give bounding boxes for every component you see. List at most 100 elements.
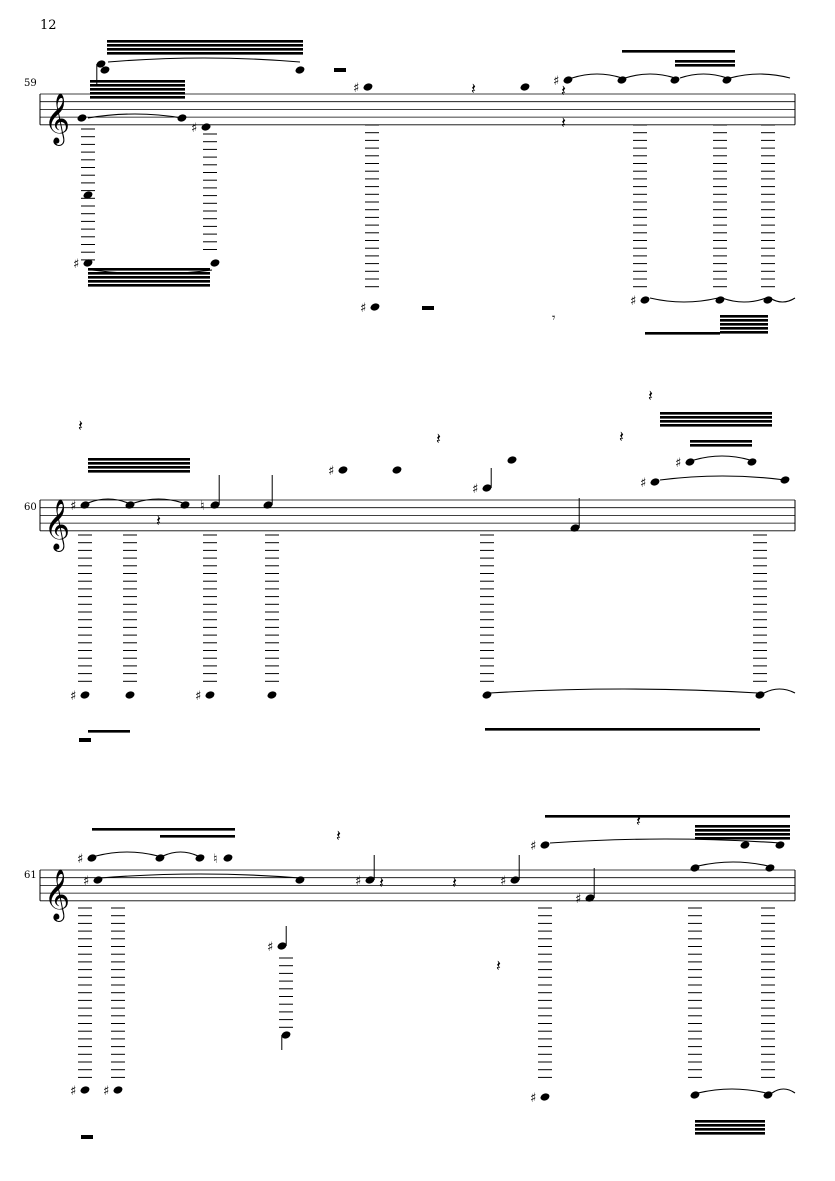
tie <box>729 73 791 79</box>
rest-bar <box>81 1135 93 1139</box>
notehead <box>482 484 492 492</box>
notehead <box>77 114 87 122</box>
beam <box>690 440 752 443</box>
notehead <box>363 83 373 91</box>
tie <box>87 498 129 504</box>
beam <box>720 323 768 326</box>
tie <box>99 873 301 879</box>
tie <box>549 838 781 844</box>
sharp-icon: ♯ <box>83 874 89 889</box>
beam <box>92 828 235 831</box>
notehead <box>80 1086 90 1094</box>
notehead <box>755 691 765 699</box>
beam <box>88 466 190 469</box>
beam <box>660 412 772 415</box>
tie <box>693 455 751 461</box>
beam <box>622 50 735 53</box>
sharp-icon: ♯ <box>267 940 273 955</box>
notehead <box>80 691 90 699</box>
beam <box>645 332 720 335</box>
tie <box>721 297 767 303</box>
beam <box>88 458 190 461</box>
notehead <box>83 259 93 267</box>
sharp-icon: ♯ <box>530 839 536 854</box>
notehead <box>210 501 220 509</box>
notehead <box>205 691 215 699</box>
notehead <box>722 76 732 84</box>
notehead <box>482 691 492 699</box>
beam <box>695 1132 765 1135</box>
beam <box>720 327 768 330</box>
beam <box>88 280 210 283</box>
notehead <box>690 1091 700 1099</box>
beam <box>160 835 235 838</box>
beam <box>720 315 768 318</box>
notehead <box>392 466 402 474</box>
beam <box>695 829 790 832</box>
tie <box>649 297 719 303</box>
quarter-rest-icon: 𝄽 <box>636 811 641 830</box>
notehead <box>295 66 305 74</box>
sharp-icon: ♯ <box>70 499 76 514</box>
sharp-icon: ♯ <box>630 294 636 309</box>
notehead <box>747 458 757 466</box>
treble-clef-icon: 𝄞 <box>44 499 70 552</box>
notehead <box>100 66 110 74</box>
tie <box>107 57 301 63</box>
notehead <box>617 76 627 84</box>
beam <box>675 64 735 67</box>
notehead <box>223 854 233 862</box>
beam <box>690 444 752 447</box>
sharp-icon: ♯ <box>472 482 478 497</box>
quarter-rest-icon: 𝄽 <box>436 429 441 448</box>
beam <box>107 48 303 51</box>
sharp-icon: ♯ <box>103 1084 109 1099</box>
notehead <box>201 123 211 131</box>
beam <box>90 96 185 99</box>
measure-number-59: 59 <box>24 78 37 89</box>
beam <box>675 60 735 63</box>
beam <box>485 728 760 731</box>
notehead <box>715 296 725 304</box>
tie <box>769 297 796 303</box>
sharp-icon: ♯ <box>675 456 681 471</box>
quarter-rest-icon: 𝄽 <box>561 81 566 100</box>
beam <box>660 424 772 427</box>
notehead <box>125 501 135 509</box>
beam <box>88 268 210 271</box>
notehead <box>650 478 660 486</box>
quarter-rest-icon: 𝄽 <box>648 386 653 405</box>
sharp-icon: ♯ <box>575 892 581 907</box>
tie <box>489 688 759 694</box>
beam <box>695 1120 765 1123</box>
page-number: 12 <box>40 18 57 33</box>
beam <box>88 462 190 465</box>
notehead <box>83 191 93 199</box>
beam <box>88 730 130 733</box>
beam <box>90 84 185 87</box>
tie <box>659 475 786 481</box>
beam <box>695 825 790 828</box>
beam <box>88 470 190 473</box>
notehead <box>113 1086 123 1094</box>
notehead <box>690 864 700 872</box>
sharp-icon: ♯ <box>328 464 334 479</box>
notehead <box>585 894 595 902</box>
treble-clef-icon: 𝄞 <box>44 93 70 146</box>
tie <box>571 73 623 79</box>
quarter-rest-icon: 𝄽 <box>561 113 566 132</box>
treble-clef-icon: 𝄞 <box>44 869 70 922</box>
sharp-icon: ♯ <box>73 257 79 272</box>
notehead <box>685 458 695 466</box>
natural-icon: ♮ <box>200 499 205 514</box>
sharp-icon: ♯ <box>70 1084 76 1099</box>
notehead <box>510 876 520 884</box>
notehead <box>210 259 220 267</box>
quarter-rest-icon: 𝄽 <box>336 826 341 845</box>
quarter-rest-icon: 𝄽 <box>379 873 384 892</box>
beam <box>695 1124 765 1127</box>
sharp-icon: ♯ <box>640 476 646 491</box>
sharp-icon: ♯ <box>77 852 83 867</box>
notehead <box>365 876 375 884</box>
notehead <box>267 691 277 699</box>
